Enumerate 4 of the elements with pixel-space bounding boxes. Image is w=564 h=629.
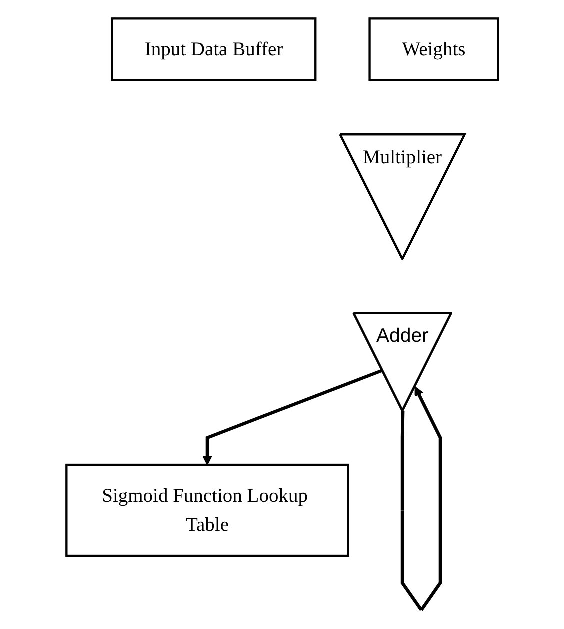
node-box: Sigmoid Function Lookup Table	[65, 464, 349, 558]
arrow	[202, 369, 383, 466]
node-box: Input Data Buffer	[110, 18, 316, 82]
node-box: Weights	[368, 18, 499, 82]
